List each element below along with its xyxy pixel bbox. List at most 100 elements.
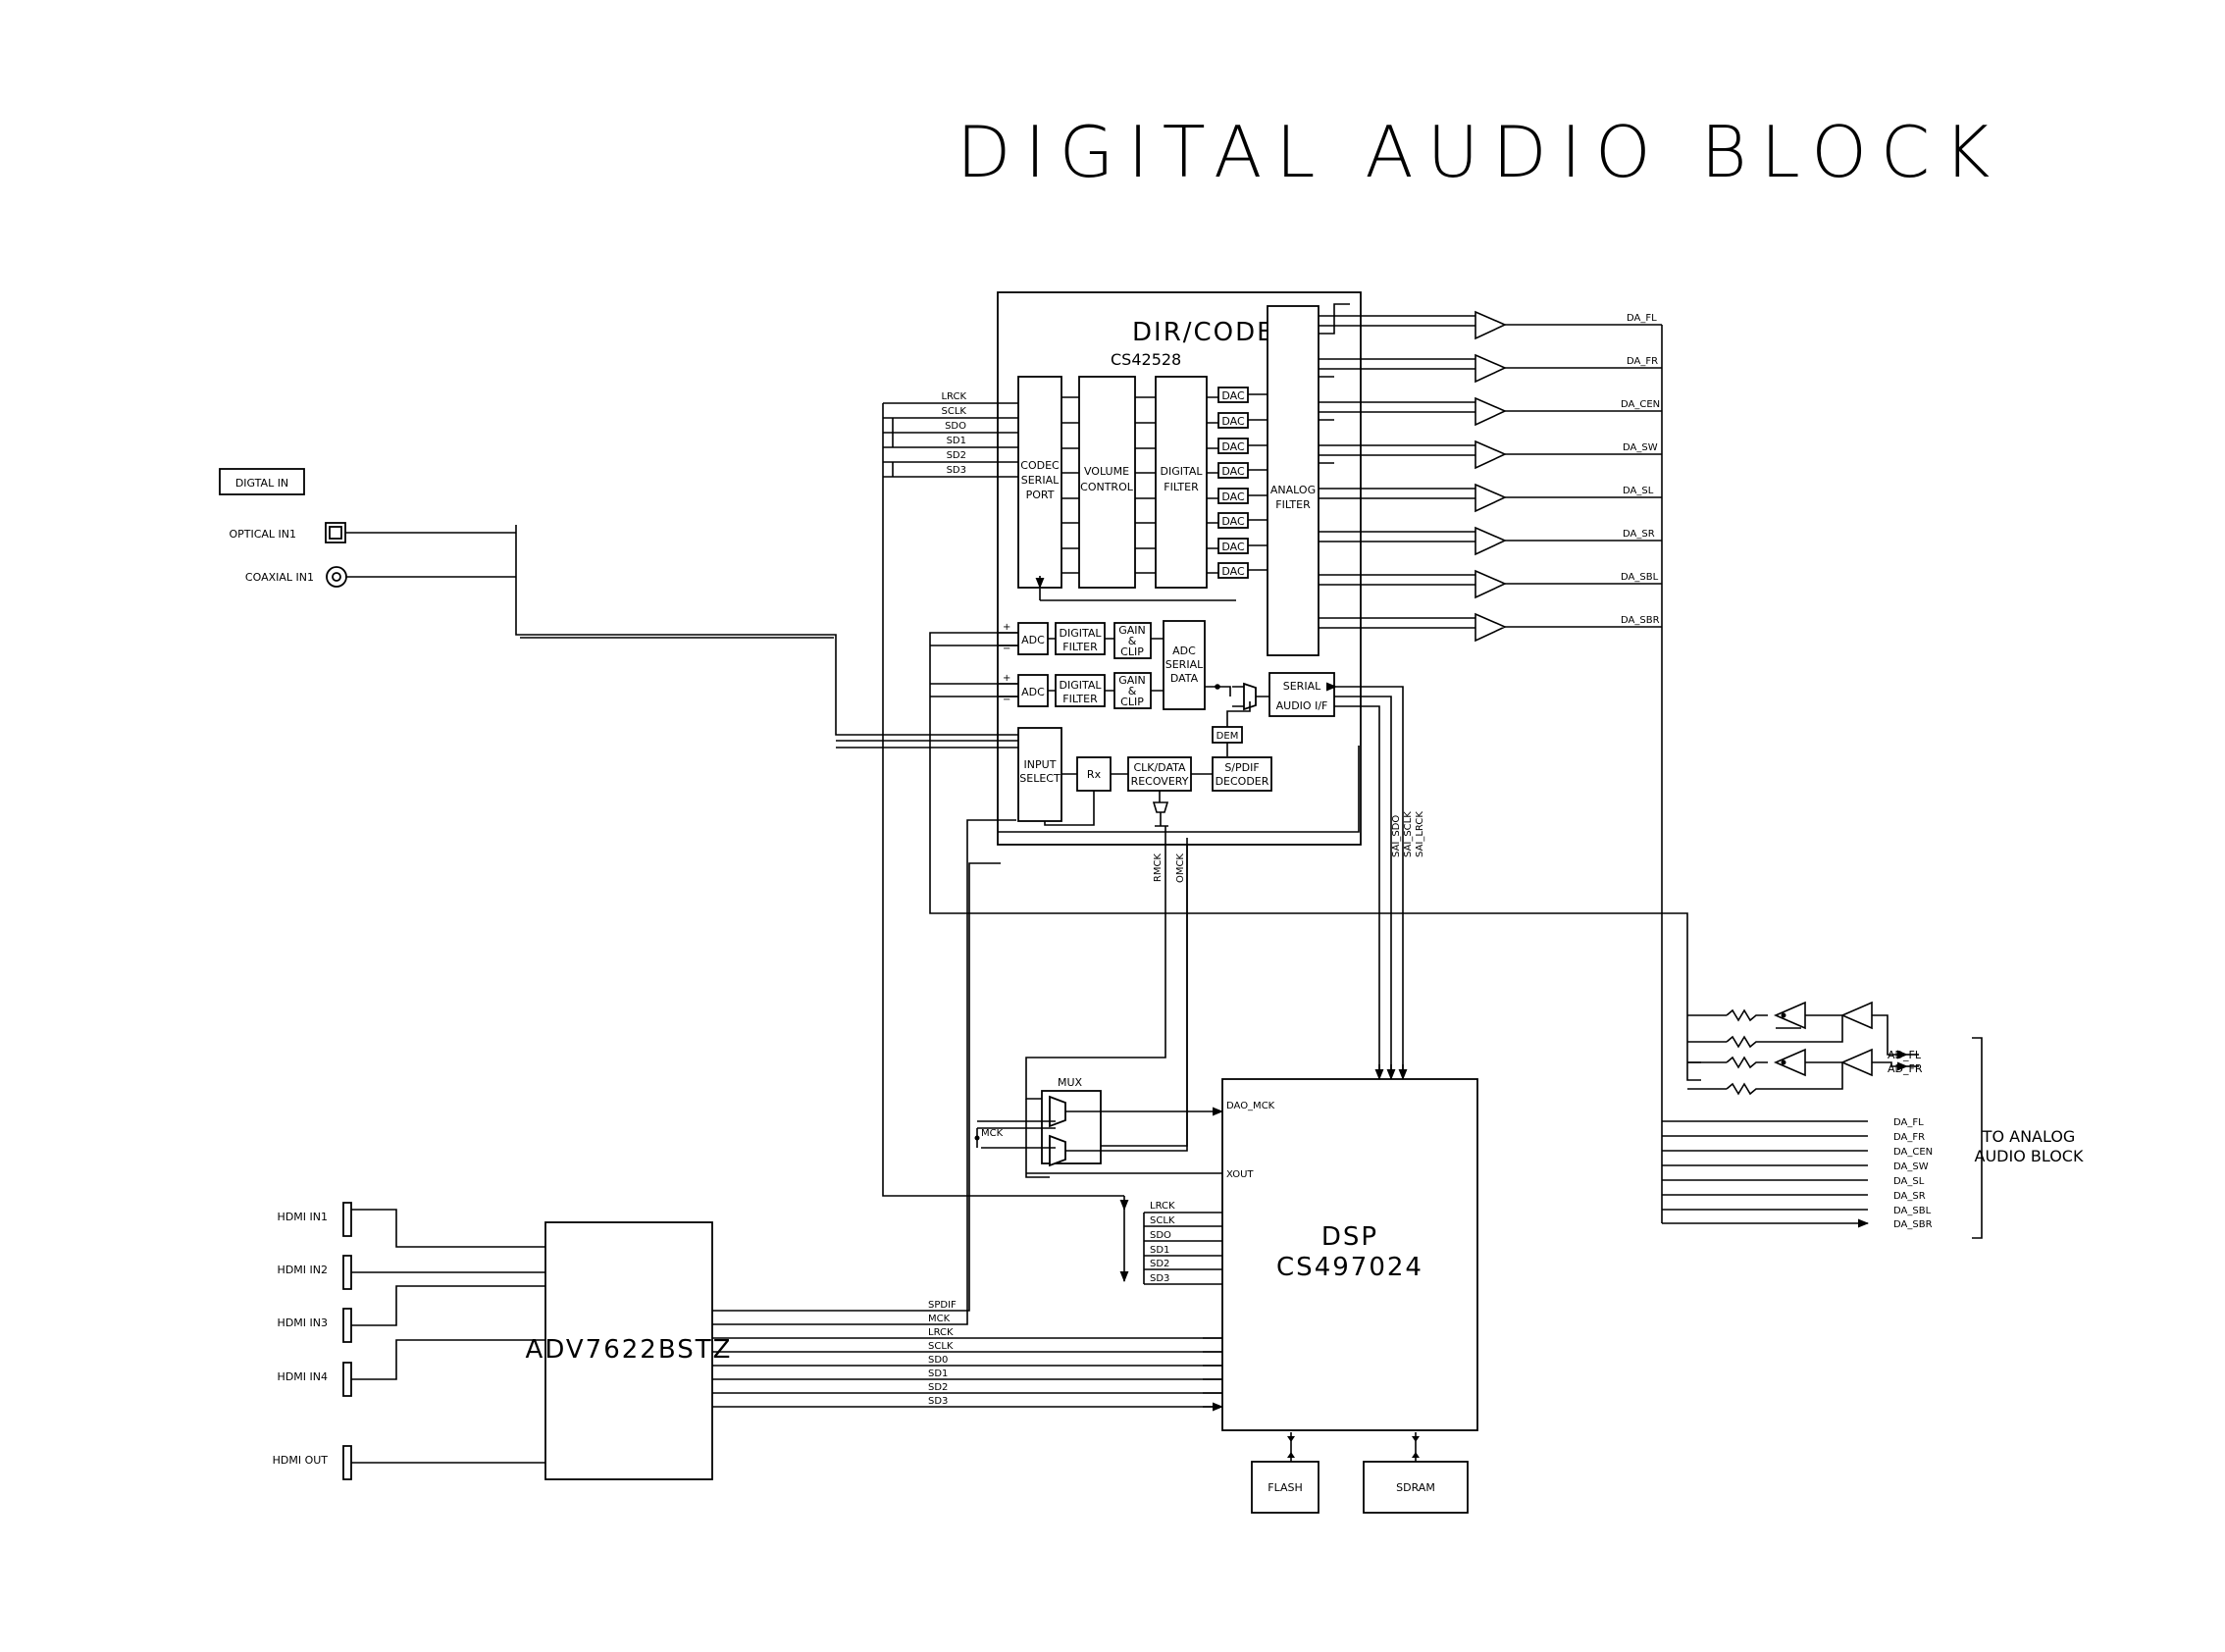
hdmi-jacks: HDMI IN1 HDMI IN2 HDMI IN3 HDMI IN4 HDMI…	[273, 1202, 545, 1480]
codec-pin: SD1	[947, 436, 966, 446]
optical-label: OPTICAL IN1	[229, 528, 296, 541]
dac-label: DAC	[1221, 541, 1245, 553]
gain-line1: GAIN	[1118, 624, 1146, 637]
to-analog-line2: AUDIO BLOCK	[1975, 1147, 2084, 1165]
adc-serial-data	[1163, 620, 1206, 710]
hdmi-signal: SCLK	[928, 1341, 954, 1352]
codec-port-line2: SERIAL	[1021, 474, 1060, 487]
dsp-pin: SD2	[1150, 1259, 1169, 1269]
digital-in-label: DIGTAL IN	[235, 477, 288, 490]
dsp-name: DSP	[1321, 1222, 1378, 1252]
afilter-line2: FILTER	[1275, 498, 1311, 511]
adc-dfilter-line2: FILTER	[1062, 693, 1098, 705]
hdmi-chip-name: ADV7622BSTZ	[526, 1335, 733, 1365]
da-final-label: DA_SL	[1893, 1176, 1925, 1187]
analog-filter	[1267, 305, 1319, 656]
svg-text:−: −	[1003, 644, 1010, 654]
hdmi-signal: LRCK	[928, 1327, 954, 1338]
dac-label: DAC	[1221, 565, 1245, 578]
dac-label: DAC	[1221, 440, 1245, 453]
dem-label: DEM	[1216, 731, 1239, 742]
dac-label: DAC	[1221, 465, 1245, 478]
adc-dfilter-1	[1055, 622, 1106, 655]
analog-in-label: AD_FR	[1888, 1062, 1923, 1075]
da-to-analog: DA_FL DA_FR DA_CEN DA_SW DA_SL DA_SR DA_…	[1662, 1037, 2084, 1239]
codec-port-line3: PORT	[1026, 489, 1055, 501]
hdmi-receiver: ADV7622BSTZ SPDIF MCK LRCK SCLK SD0 SD1 …	[526, 819, 1222, 1480]
digital-filter	[1155, 376, 1208, 589]
dac-label: DAC	[1221, 490, 1245, 503]
hdmi-signal: SD0	[928, 1355, 948, 1366]
dsp-pin: SD3	[1150, 1273, 1169, 1284]
codec-title: DIR/CODEC	[1132, 318, 1295, 347]
adc-dfilter-line1: DIGITAL	[1059, 679, 1102, 692]
sai-line2: AUDIO I/F	[1276, 699, 1328, 712]
dac-label: DAC	[1221, 415, 1245, 428]
small-mux	[1243, 682, 1257, 711]
hdmi-signal: SD1	[928, 1368, 948, 1379]
coaxial-label: COAXIAL IN1	[245, 571, 314, 584]
da-final-label: DA_FR	[1893, 1132, 1925, 1143]
hdmi-signal: MCK	[928, 1314, 951, 1324]
adcser-line2: SERIAL	[1165, 658, 1204, 671]
volume-line2: CONTROL	[1080, 481, 1134, 493]
volume-control	[1078, 376, 1136, 589]
flash-block	[1251, 1461, 1319, 1514]
spdif-decoder	[1212, 756, 1272, 792]
gain-line3: CLIP	[1120, 696, 1144, 708]
adcser-line3: DATA	[1170, 672, 1199, 685]
svg-text:+: +	[1003, 622, 1010, 633]
adc-dfilter-2	[1055, 674, 1106, 707]
hdmi-in-label: HDMI IN1	[278, 1211, 328, 1223]
serial-audio-if	[1268, 672, 1335, 717]
da-final-label: DA_FL	[1893, 1117, 1924, 1128]
spdif-line2: DECODER	[1216, 775, 1269, 788]
da-final-label: DA_SBR	[1893, 1219, 1933, 1230]
gain-line1: GAIN	[1118, 674, 1146, 687]
dsp-xout-label: XOUT	[1226, 1169, 1254, 1180]
dsp-pin: LRCK	[1150, 1201, 1175, 1212]
svg-text:−: −	[1003, 695, 1010, 705]
clk-line2: RECOVERY	[1131, 775, 1189, 788]
hdmi-connector-icon	[342, 1202, 352, 1480]
analog-in-label: AD_FL	[1888, 1049, 1922, 1061]
sai-pin-label: SAI_SDO	[1391, 815, 1402, 857]
sai-line1: SERIAL	[1283, 680, 1321, 693]
adc-dfilter-line2: FILTER	[1062, 641, 1098, 653]
clk-line1: CLK/DATA	[1133, 761, 1186, 774]
spdif-line1: S/PDIF	[1224, 761, 1259, 774]
da-out-label: DA_SBR	[1621, 615, 1660, 626]
rmck-label: RMCK	[1153, 853, 1164, 883]
sdram-label: SDRAM	[1396, 1481, 1435, 1494]
codec-pin: SD2	[947, 450, 966, 461]
codec-outputs: DA_FL DA_FR DA_CEN DA_SW DA_SL DA_SR DA_…	[1319, 303, 1663, 1223]
dfilter-line2: FILTER	[1164, 481, 1199, 493]
da-out-label: DA_CEN	[1621, 399, 1660, 410]
dfilter-line1: DIGITAL	[1160, 465, 1203, 478]
dsp-part: CS497024	[1276, 1253, 1423, 1282]
da-out-label: DA_SL	[1623, 486, 1654, 496]
dsp-pin: SCLK	[1150, 1215, 1175, 1226]
da-out-label: DA_SBL	[1621, 572, 1659, 583]
codec-pin: LRCK	[941, 391, 966, 402]
da-out-label: DA_FR	[1627, 356, 1658, 367]
volume-line1: VOLUME	[1084, 465, 1129, 478]
da-out-label: DA_FL	[1627, 313, 1657, 324]
sdram-block	[1363, 1461, 1469, 1514]
dsp-pin: SDO	[1150, 1230, 1171, 1241]
mck-mux-section: RMCK OMCK MUX MCK	[974, 826, 1224, 1178]
mux-mck-label: MCK	[981, 1128, 1004, 1139]
input-line2: SELECT	[1019, 772, 1061, 785]
gain-line2: &	[1128, 685, 1137, 697]
dsp-block: DSP CS497024 DAO_MCK XOUT LRCK SCLK SDO …	[1026, 1078, 1478, 1431]
input-line1: INPUT	[1024, 758, 1057, 771]
codec-pin: SD3	[947, 465, 966, 476]
afilter-line1: ANALOG	[1270, 484, 1316, 496]
hdmi-out-label: HDMI OUT	[273, 1454, 329, 1467]
adc-label: ADC	[1021, 634, 1045, 646]
gain-line3: CLIP	[1120, 645, 1144, 658]
gain-clip-1	[1113, 622, 1152, 659]
hdmi-signal: SPDIF	[928, 1300, 957, 1311]
rx-label: Rx	[1087, 768, 1102, 781]
